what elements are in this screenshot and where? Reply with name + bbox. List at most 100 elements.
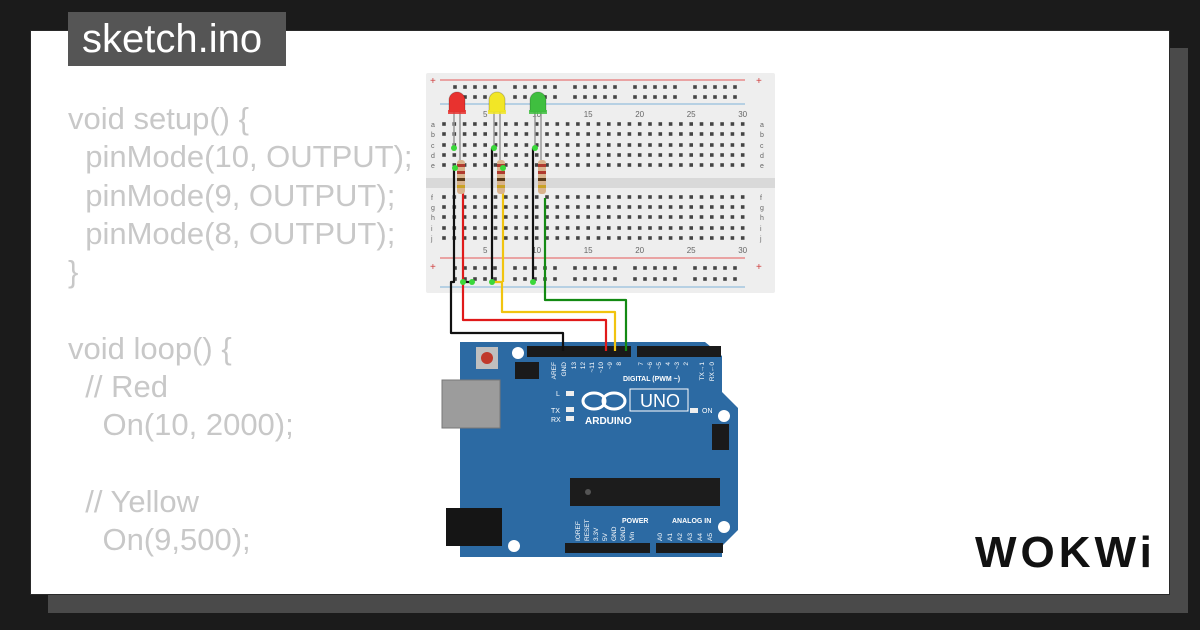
breadboard-hole: [633, 277, 637, 281]
breadboard-hole: [713, 277, 717, 281]
rail-plus-sign: +: [756, 262, 762, 273]
breadboard-hole: [693, 85, 697, 89]
breadboard-hole: [730, 236, 735, 240]
breadboard-hole: [586, 132, 590, 136]
breadboard-hole: [617, 195, 621, 199]
breadboard-hole: [596, 122, 601, 126]
breadboard-hole: [523, 266, 527, 270]
breadboard-hole: [473, 122, 477, 126]
breadboard-hole: [583, 85, 587, 89]
breadboard-hole: [534, 122, 539, 126]
breadboard-hole: [607, 122, 611, 126]
usb-port: [441, 379, 501, 429]
breadboard-hole: [514, 205, 518, 209]
breadboard-hole: [524, 215, 529, 219]
breadboard-hole: [648, 195, 652, 199]
breadboard-hole: [473, 163, 477, 167]
connection-dot: [491, 145, 497, 151]
breadboard-hole: [710, 132, 714, 136]
power-pin-label: 3.3V: [593, 527, 600, 541]
breadboard-hole: [720, 215, 724, 219]
led-red: [448, 91, 466, 113]
analog-pin-label: A3: [687, 533, 694, 541]
rail-plus-sign: +: [430, 262, 436, 273]
breadboard-hole: [523, 85, 527, 89]
analog-pin-label: A2: [677, 533, 684, 541]
breadboard-hole: [607, 215, 611, 219]
breadboard-hole: [617, 215, 621, 219]
digital-pin-label: ~3: [674, 362, 681, 370]
breadboard-hole: [524, 205, 529, 209]
breadboard-hole: [693, 277, 697, 281]
breadboard-hole: [637, 163, 642, 167]
digital-pin-label: GND: [561, 362, 568, 377]
breadboard-hole: [596, 195, 601, 199]
breadboard-hole: [442, 143, 446, 147]
breadboard-hole: [668, 195, 673, 199]
breadboard-hole: [648, 153, 652, 157]
breadboard-hole: [648, 205, 652, 209]
breadboard-hole: [689, 226, 693, 230]
breadboard-hole: [576, 205, 580, 209]
breadboard-hole: [545, 163, 549, 167]
digital-pin-label: 13: [571, 362, 578, 370]
breadboard-hole: [740, 163, 745, 167]
breadboard-hole: [740, 153, 745, 157]
breadboard-hole: [633, 95, 637, 99]
breadboard-hole: [740, 215, 745, 219]
breadboard-hole: [504, 153, 508, 157]
breadboard-hole: [493, 195, 498, 199]
breadboard-hole: [713, 85, 717, 89]
board-led-tx: [566, 407, 574, 412]
breadboard-hole: [514, 226, 518, 230]
digital-pin-label: AREF: [551, 362, 558, 379]
power-jack: [446, 508, 502, 546]
led-green: [529, 91, 547, 113]
power-pin-label: 5V: [602, 532, 609, 541]
code-line: pinMode(8, OUTPUT);: [68, 215, 396, 251]
breadboard-hole: [576, 163, 580, 167]
mounting-hole: [718, 521, 730, 533]
power-pin-label: GND: [620, 526, 627, 541]
column-label: 5: [483, 246, 488, 255]
breadboard-hole: [740, 236, 745, 240]
file-tab[interactable]: sketch.ino: [68, 12, 287, 66]
breadboard-hole: [693, 266, 697, 270]
column-label: 15: [584, 246, 593, 255]
breadboard-hole: [627, 236, 632, 240]
breadboard-hole: [720, 236, 724, 240]
breadboard-hole: [617, 122, 621, 126]
breadboard-hole: [710, 122, 714, 126]
board-led-rx: [566, 416, 574, 421]
breadboard-hole: [663, 85, 667, 89]
breadboard-hole: [658, 143, 663, 147]
digital-pin-label: 8: [616, 362, 623, 366]
breadboard-hole: [689, 163, 693, 167]
board-led-label: RX: [551, 417, 561, 424]
breadboard-hole: [703, 277, 707, 281]
breadboard-hole: [523, 95, 527, 99]
breadboard-hole: [607, 143, 611, 147]
breadboard-hole: [565, 226, 570, 230]
breadboard-hole: [643, 85, 647, 89]
breadboard-hole: [663, 95, 667, 99]
code-line: // Yellow: [68, 483, 199, 519]
breadboard-hole: [493, 153, 498, 157]
row-label: g: [431, 205, 435, 212]
breadboard-hole: [607, 153, 611, 157]
breadboard-hole: [514, 215, 518, 219]
breadboard-hole: [689, 153, 693, 157]
digital-pin-label: 7: [638, 362, 645, 366]
breadboard-hole: [573, 95, 577, 99]
breadboard-hole: [473, 205, 477, 209]
digital-pin-label: ~9: [607, 362, 614, 370]
breadboard-hole: [613, 95, 617, 99]
breadboard-hole: [504, 205, 508, 209]
code-line: pinMode(10, OUTPUT);: [68, 139, 413, 175]
breadboard-hole: [493, 143, 498, 147]
uno-badge: [629, 388, 689, 412]
led-yellow: [488, 91, 506, 113]
breadboard-hole: [596, 215, 601, 219]
code-line: pinMode(9, OUTPUT);: [68, 177, 396, 213]
breadboard-hole: [658, 195, 663, 199]
